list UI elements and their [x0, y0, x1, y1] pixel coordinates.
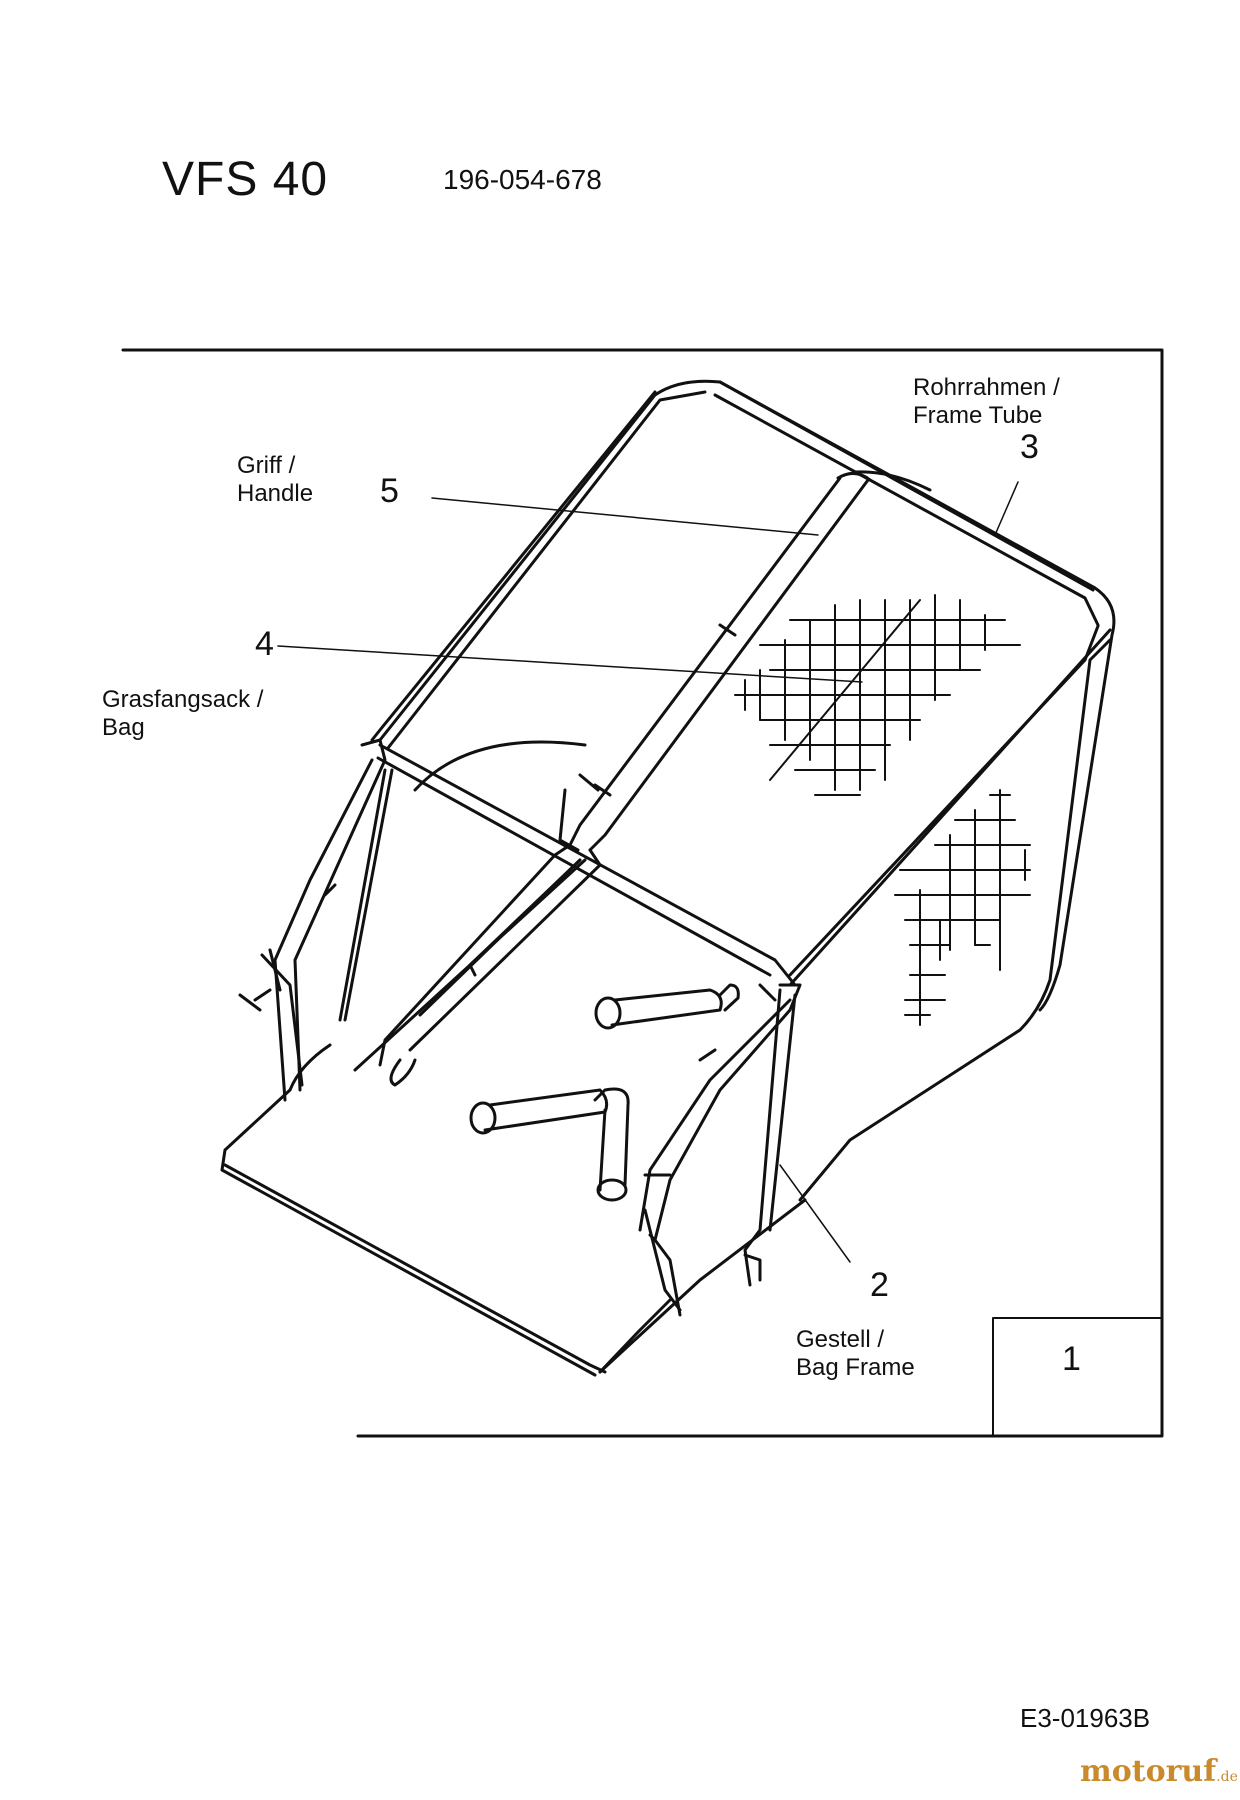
label-bag-frame-en: Bag Frame [796, 1354, 915, 1381]
label-frame-tube: Rohrrahmen / Frame Tube [913, 374, 1060, 430]
label-bag: Grasfangsack / Bag [102, 686, 263, 742]
leader-line-bag-frame [779, 1164, 851, 1263]
label-handle-en: Handle [237, 480, 314, 507]
figure-number-box [992, 1317, 1163, 1437]
bag-floor [220, 843, 672, 1377]
callout-number-4: 4 [255, 625, 274, 663]
label-bag-frame-de: Gestell / [796, 1326, 885, 1353]
model-title: VFS 40 [162, 153, 329, 206]
bag-mesh-top [734, 594, 1021, 796]
bag-mesh-side [894, 789, 1031, 1026]
leader-line-frame-tube [994, 481, 1019, 536]
part-number: 196-054-678 [443, 164, 602, 195]
label-handle: Griff / Handle [237, 452, 313, 508]
label-frame-tube-de: Rohrrahmen / [913, 374, 1060, 401]
bag-frame-left [238, 738, 394, 1102]
leader-line-bag [277, 645, 863, 683]
motoruf-logo: motoruf.de [1080, 1754, 1238, 1789]
floor-rollers [469, 983, 740, 1202]
label-handle-de: Griff / [237, 452, 296, 479]
figure-frame [121, 348, 1164, 1438]
leader-line-handle [431, 497, 819, 536]
logo-tld: .de [1216, 1769, 1238, 1785]
figure-number: 1 [1062, 1340, 1081, 1378]
callout-number-2: 2 [870, 1266, 889, 1304]
grass-bag [378, 379, 1116, 1374]
label-bag-frame: Gestell / Bag Frame [796, 1326, 915, 1382]
logo-text: motoruf [1080, 1754, 1217, 1789]
handle [558, 470, 932, 852]
label-bag-de: Grasfangsack / [102, 686, 264, 713]
document-reference: E3-01963B [1020, 1703, 1151, 1733]
leader-lines [277, 481, 1019, 1263]
label-frame-tube-en: Frame Tube [913, 402, 1043, 429]
label-bag-en: Bag [102, 714, 145, 741]
callout-number-5: 5 [380, 472, 399, 510]
bag-frame-right [638, 983, 802, 1317]
callout-number-3: 3 [1020, 428, 1039, 466]
